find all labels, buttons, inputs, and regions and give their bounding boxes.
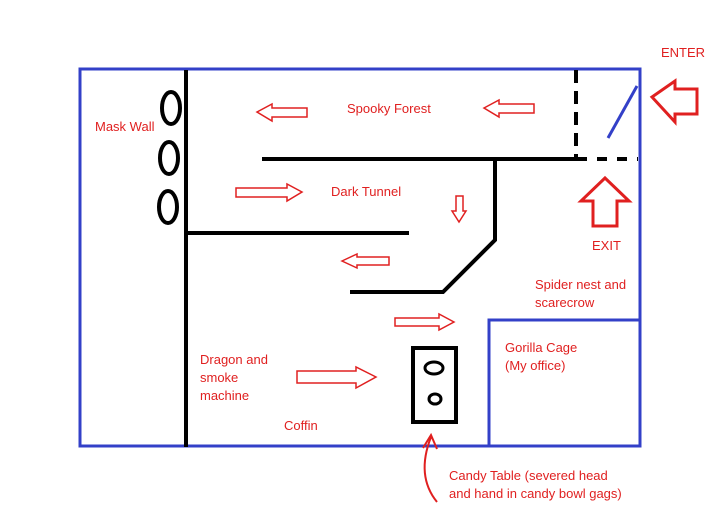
- flow-right-arrow-icon: [235, 182, 304, 203]
- candy-pointer-curve-icon: [423, 436, 438, 503]
- gorilla-cage-wall: [487, 318, 640, 446]
- dragon-label-line3: machine: [200, 388, 250, 403]
- candy-bowl-icon: [427, 392, 443, 406]
- tunnel-right-wall: [350, 159, 497, 294]
- mask-wall-label: Mask Wall: [95, 119, 155, 134]
- spider-nest-label-line1: Spider nest and: [535, 277, 627, 292]
- dragon-label-line2: smoke: [200, 370, 239, 385]
- candy-bowl-icon: [423, 360, 445, 376]
- spider-nest-label-line2: scarecrow: [535, 295, 595, 310]
- spooky-forest-label: Spooky Forest: [347, 101, 431, 116]
- gorilla-cage-label-line1: Gorilla Cage: [505, 340, 578, 355]
- entrance-door: [606, 85, 639, 139]
- coffin-label: Coffin: [284, 418, 318, 433]
- gorilla-cage-label-line2: (My office): [505, 358, 566, 373]
- flow-left-arrow-icon: [255, 102, 308, 123]
- candy-table-label-line1: Candy Table (severed head: [449, 468, 608, 483]
- exit-arrow-icon: [577, 175, 633, 228]
- flow-left-arrow-icon: [482, 98, 535, 119]
- enter-label: ENTER: [661, 45, 706, 60]
- enter-arrow-icon: [649, 78, 699, 126]
- mask-oval-icon: [157, 189, 179, 225]
- candy-table: [411, 346, 458, 424]
- candy-table-label-line2: and hand in candy bowl gags): [449, 486, 622, 501]
- exit-label: EXIT: [592, 238, 621, 253]
- mask-oval-icon: [160, 90, 182, 126]
- flow-right-arrow-icon: [296, 365, 378, 390]
- candy-pointer-head-icon: [422, 432, 438, 450]
- flow-left-arrow-icon: [340, 252, 390, 270]
- mask-oval-icon: [158, 140, 180, 176]
- flow-down-arrow-icon: [450, 195, 468, 224]
- dragon-label-line1: Dragon and: [200, 352, 268, 367]
- dark-tunnel-label: Dark Tunnel: [331, 184, 402, 199]
- outer-wall: [78, 67, 642, 448]
- flow-right-arrow-icon: [394, 312, 456, 332]
